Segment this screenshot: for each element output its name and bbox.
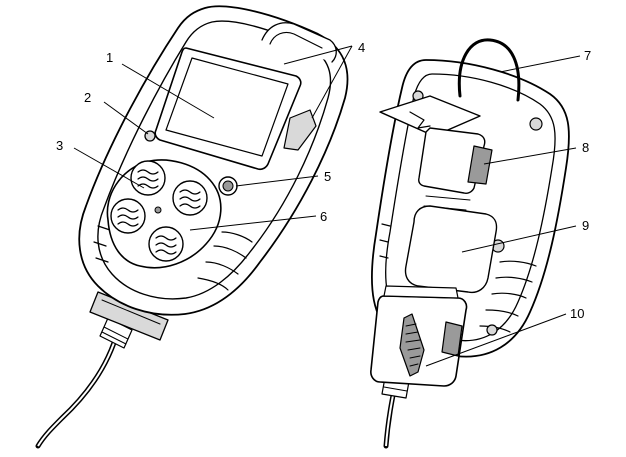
callout-4: 4 xyxy=(358,40,365,55)
callout-6: 6 xyxy=(320,209,327,224)
leader-8 xyxy=(483,147,577,165)
front-view-device xyxy=(35,5,349,449)
back-screw-bottom xyxy=(486,324,498,336)
back-clip-flap xyxy=(379,95,481,137)
sensor-port-right xyxy=(172,180,208,216)
leader-7 xyxy=(499,55,581,73)
back-label-panel xyxy=(404,205,498,294)
callout-5: 5 xyxy=(324,169,331,184)
back-cover-grip xyxy=(399,313,425,377)
leader-4a xyxy=(283,45,353,65)
front-power-button xyxy=(222,180,234,192)
leader-5 xyxy=(235,175,319,187)
front-sensor-cluster xyxy=(106,159,222,269)
callout-7: 7 xyxy=(584,48,591,63)
leader-4b xyxy=(311,45,353,119)
back-side-ridges xyxy=(379,223,537,333)
back-cover-side-latch xyxy=(441,321,463,357)
callout-2: 2 xyxy=(84,90,91,105)
front-cable-inner xyxy=(37,329,119,447)
callout-10: 10 xyxy=(570,306,584,321)
leader-3 xyxy=(73,147,145,189)
callout-1: 1 xyxy=(106,50,113,65)
back-view-device xyxy=(370,38,570,449)
callout-numbers: 1 2 3 4 5 6 7 8 9 10 xyxy=(56,40,591,321)
sensor-port-bottom xyxy=(148,226,184,262)
front-side-ridges xyxy=(93,225,253,291)
leader-2 xyxy=(103,101,149,135)
leader-9 xyxy=(461,225,577,253)
sensor-port-top xyxy=(130,160,166,196)
callout-9: 9 xyxy=(582,218,589,233)
callout-3: 3 xyxy=(56,138,63,153)
front-display-screen xyxy=(165,57,289,157)
back-screw-top-right xyxy=(529,117,543,131)
sensor-center-dot xyxy=(154,206,162,214)
callout-leaders xyxy=(73,45,581,367)
leader-10 xyxy=(425,313,567,367)
front-side-button xyxy=(283,109,317,151)
leader-6 xyxy=(189,215,317,231)
callout-8: 8 xyxy=(582,140,589,155)
leader-1 xyxy=(121,63,215,119)
front-cable xyxy=(35,327,121,449)
back-clip-latch xyxy=(467,145,493,185)
sensor-port-left xyxy=(110,198,146,234)
